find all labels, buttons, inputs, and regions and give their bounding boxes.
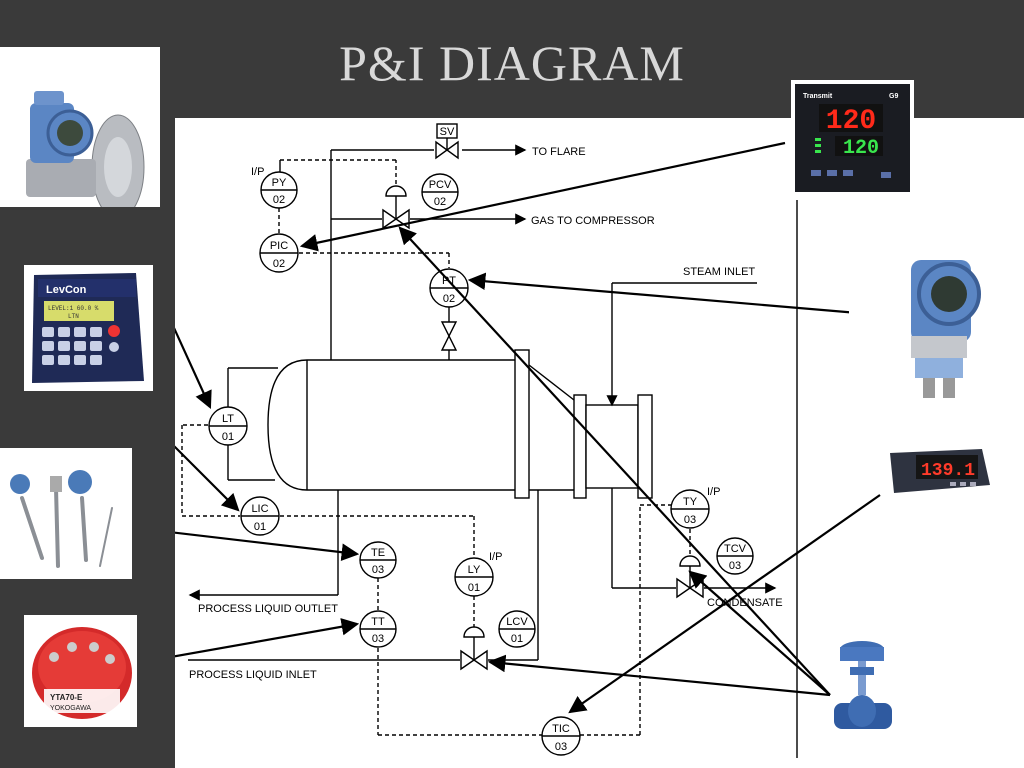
ty03-ip-label: I/P	[707, 486, 720, 498]
vessel	[267, 359, 519, 491]
pic02-tag: PIC	[270, 240, 288, 252]
lic01-num: 01	[254, 521, 266, 533]
pt02-valve-icon	[440, 321, 458, 351]
gas-to-compressor-label: GAS TO COMPRESSOR	[531, 215, 655, 227]
lcv01-tag: LCV	[506, 616, 528, 628]
tcv03-tag: TCV	[724, 543, 747, 555]
te03-tag: TE	[371, 547, 385, 559]
lcv01-num: 01	[511, 633, 523, 645]
pic02-num: 02	[273, 258, 285, 270]
temperature-elements-photo	[0, 448, 132, 579]
panel-meter-photo: 139.1	[886, 445, 991, 495]
panel-meter-value: 139.1	[921, 461, 975, 481]
process-liquid-inlet-label: PROCESS LIQUID INLET	[189, 669, 317, 681]
controller-sv: 120	[843, 137, 879, 160]
controller-model: G9	[889, 93, 898, 100]
sv-label: SV	[440, 126, 455, 138]
py02-tag: PY	[272, 177, 287, 189]
vessel-flange	[514, 349, 530, 499]
lt01-num: 01	[222, 431, 234, 443]
head-transmitter-label: YTA70-E	[50, 693, 83, 702]
py02-num: 02	[273, 194, 285, 206]
tcv03-num: 03	[729, 560, 741, 572]
pointer-lines	[175, 141, 881, 714]
lt01-tag: LT	[222, 413, 234, 425]
ly01-num: 01	[468, 582, 480, 594]
exchanger-body	[585, 404, 639, 489]
levcon-screen2: LTN	[68, 313, 79, 320]
ly01-ip-label: I/P	[489, 551, 502, 563]
ly01-tag: LY	[468, 564, 481, 576]
ty03-tag: TY	[683, 496, 698, 508]
pressure-transmitter-photo	[849, 240, 1024, 415]
head-transmitter-photo: YTA70-E YOKOGAWA	[24, 615, 137, 727]
process-liquid-outlet-label: PROCESS LIQUID OUTLET	[198, 603, 338, 615]
slide-title: P&I DIAGRAM	[339, 35, 685, 91]
head-transmitter-maker: YOKOGAWA	[50, 705, 91, 712]
pressure-transmitter-flanged-photo	[0, 47, 160, 207]
pt02-num: 02	[443, 293, 455, 305]
tic03-num: 03	[555, 741, 567, 753]
ty03-num: 03	[684, 514, 696, 526]
tt03-tag: TT	[371, 616, 385, 628]
controller-brand: Transmit	[803, 93, 833, 100]
te03-num: 03	[372, 564, 384, 576]
pt02-tag: PT	[442, 275, 456, 287]
levcon-controller-photo: LevCon LEVEL:1 60.0 % LTN	[24, 265, 153, 391]
pid-diagram: PY 02 PCV 02 PIC 02 PT 02 LT 01 LIC 01 T…	[175, 123, 881, 758]
py02-ip-label: I/P	[251, 166, 264, 178]
controller-pv: 120	[826, 106, 876, 137]
exchanger-flange	[573, 394, 587, 499]
pcv02-tag: PCV	[429, 179, 452, 191]
levcon-screen: LEVEL:1 60.0 %	[48, 305, 99, 312]
levcon-brand: LevCon	[46, 284, 87, 296]
tt03-num: 03	[372, 633, 384, 645]
condensate-label: CONDENSATE	[707, 597, 783, 609]
temperature-controller-photo: Transmit G9 120 120	[791, 80, 914, 196]
pid-diagram-panel: PY 02 PCV 02 PIC 02 PT 02 LT 01 LIC 01 T…	[175, 118, 1024, 768]
sv-valve-icon	[435, 140, 459, 160]
lic01-tag: LIC	[251, 503, 268, 515]
exchanger-end-flange	[637, 394, 653, 499]
steam-inlet-label: STEAM INLET	[683, 266, 755, 278]
control-valve-photo	[832, 637, 894, 740]
tic03-tag: TIC	[552, 723, 570, 735]
to-flare-label: TO FLARE	[532, 146, 586, 158]
pcv02-num: 02	[434, 196, 446, 208]
